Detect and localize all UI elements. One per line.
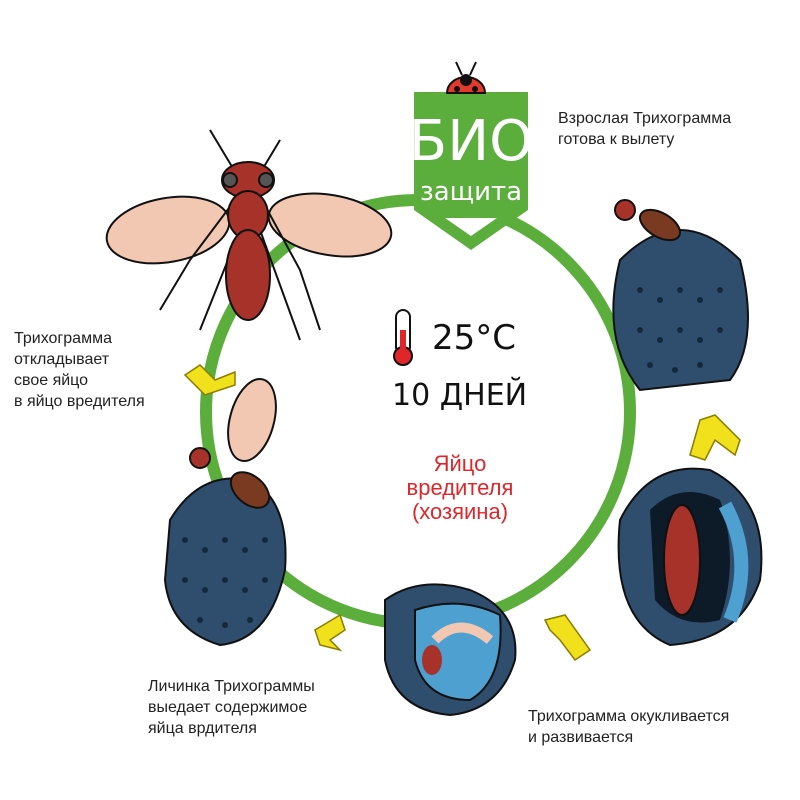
host-egg-label: Яйцо вредителя (хозяина) (406, 451, 514, 524)
cycle-arrows (183, 364, 741, 662)
arrow-chevron-icon (689, 414, 741, 461)
stage-label-pupa: Трихограмма окукливается и развивается (528, 708, 730, 746)
stage-label-larva: Личинка Трихограммы выедает содержимое я… (148, 678, 315, 737)
stage-label-adult: Взрослая Трихограмма готова к вылету (558, 110, 732, 148)
arrow-chevron-icon (314, 613, 346, 652)
duration-value: 10 ДНЕЙ (392, 378, 528, 413)
bio-logo: БИО защита (409, 61, 533, 250)
egg-larva-stage (384, 583, 517, 717)
temperature-value: 25°C (432, 318, 517, 358)
egg-pupa-stage (617, 467, 763, 647)
egg-oviposit-stage (163, 378, 287, 647)
stage-label-oviposit: Трихограмма откладывает свое яйцо в яйцо… (14, 330, 145, 410)
arrow-chevron-icon (543, 614, 592, 662)
ladybug-icon (445, 61, 487, 94)
egg-adult-stage (612, 199, 749, 392)
logo-line2: защита (420, 177, 522, 207)
logo-line1: БИО (409, 109, 533, 174)
arrow-chevron-icon (183, 364, 236, 396)
thermometer-icon (393, 309, 413, 366)
adult-wasp-illustration (105, 129, 393, 341)
